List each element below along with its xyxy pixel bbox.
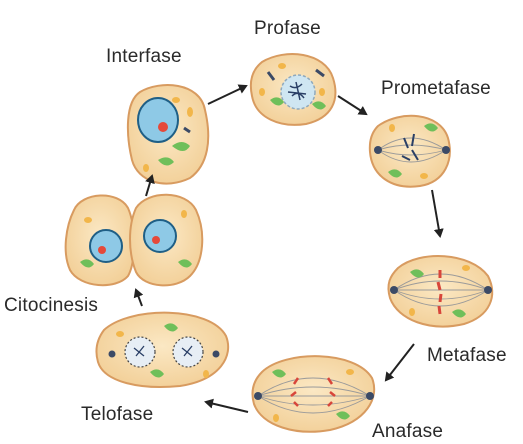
arrow-icon — [206, 402, 248, 412]
telofase-cell — [96, 313, 228, 387]
arrow-icon — [136, 290, 142, 306]
arrow-icon — [338, 96, 366, 114]
label-telofase: Telofase — [81, 404, 153, 426]
nucleus — [138, 98, 178, 142]
anafase-cell — [252, 356, 374, 432]
label-interfase: Interfase — [106, 46, 182, 68]
label-prometafase: Prometafase — [381, 78, 491, 100]
citocinesis-cells — [66, 195, 203, 286]
label-profase: Profase — [254, 18, 321, 40]
profase-cell — [251, 54, 336, 125]
arrow-icon — [208, 86, 246, 104]
metafase-cell — [388, 256, 492, 326]
arrow-icon — [432, 190, 440, 236]
nucleolus — [158, 122, 168, 132]
label-anafase: Anafase — [372, 421, 443, 443]
label-citocinesis: Citocinesis — [4, 295, 98, 317]
prometafase-cell — [370, 116, 450, 187]
arrow-icon — [386, 344, 414, 380]
label-metafase: Metafase — [427, 345, 507, 367]
interfase-cell — [128, 85, 208, 184]
